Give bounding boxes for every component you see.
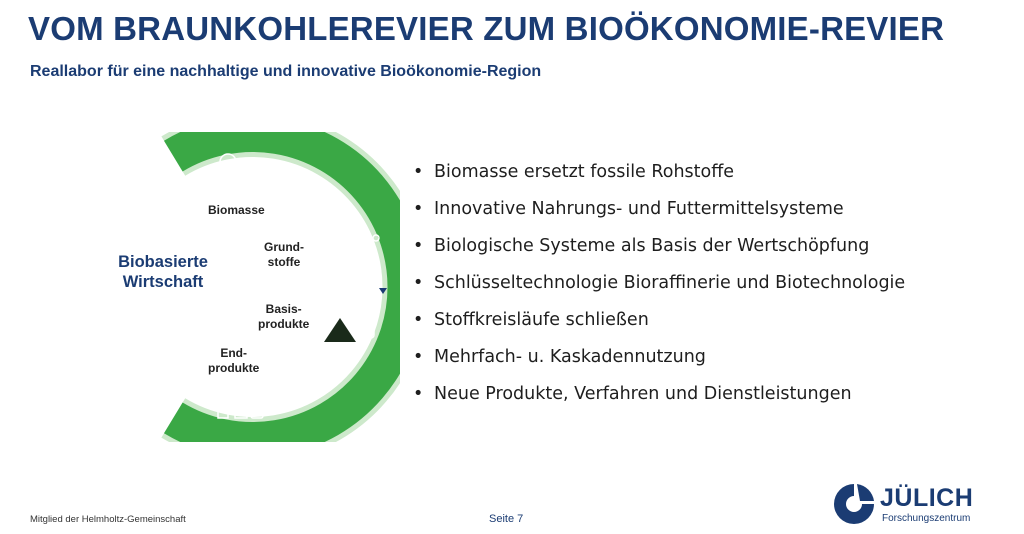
stage-biomass: Biomasse <box>208 203 265 217</box>
stage-base-materials: Grund- stoffe <box>264 240 304 269</box>
stage-base-products: Basis- produkte <box>258 302 310 331</box>
logo-subtitle: Forschungszentrum <box>882 513 971 524</box>
bottle-icon <box>217 387 229 419</box>
package-icon <box>234 393 264 419</box>
page-title: VOM BRAUNKOHLEREVIER ZUM BIOÖKONOMIE-REV… <box>28 10 945 47</box>
molecule-icon <box>346 226 380 250</box>
helmholtz-membership-note: Mitglied der Helmholtz-Gemeinschaft <box>30 514 186 525</box>
list-item: Neue Produkte, Verfahren und Dienstleist… <box>410 382 930 407</box>
barrel-icon <box>357 307 375 339</box>
list-item: Mehrfach- u. Kaskadennutzung <box>410 345 930 370</box>
tree-icon <box>219 153 237 185</box>
logo-name: JÜLICH <box>880 484 974 512</box>
wheat-icon <box>246 162 270 186</box>
cycle-ring <box>161 132 400 442</box>
list-item: Biomasse ersetzt fossile Rohstoffe <box>410 160 930 185</box>
list-item: Innovative Nahrungs- und Futtermittelsys… <box>410 197 930 222</box>
raw-material-pile-icon <box>324 318 356 342</box>
bioeconomy-cycle-diagram: Biobasierte Wirtschaft Biomasse Grund- s… <box>100 132 400 442</box>
green-ring-arc <box>164 132 400 442</box>
juelich-logo: JÜLICH Forschungszentrum <box>832 482 1002 530</box>
juelich-logo-mark-icon <box>834 484 874 524</box>
stage-end-products: End- produkte <box>208 346 260 375</box>
list-item: Stoffkreisläufe schließen <box>410 308 930 333</box>
page-subtitle: Reallabor für eine nachhaltige und innov… <box>30 63 542 80</box>
biobased-economy-label: Biobasierte Wirtschaft <box>118 253 208 291</box>
list-item: Schlüsseltechnologie Bioraffinerie und B… <box>410 271 930 296</box>
key-points-list: Biomasse ersetzt fossile Rohstoffe Innov… <box>410 160 930 419</box>
page-number: Seite 7 <box>489 513 524 525</box>
list-item: Biologische Systeme als Basis der Wertsc… <box>410 234 930 259</box>
